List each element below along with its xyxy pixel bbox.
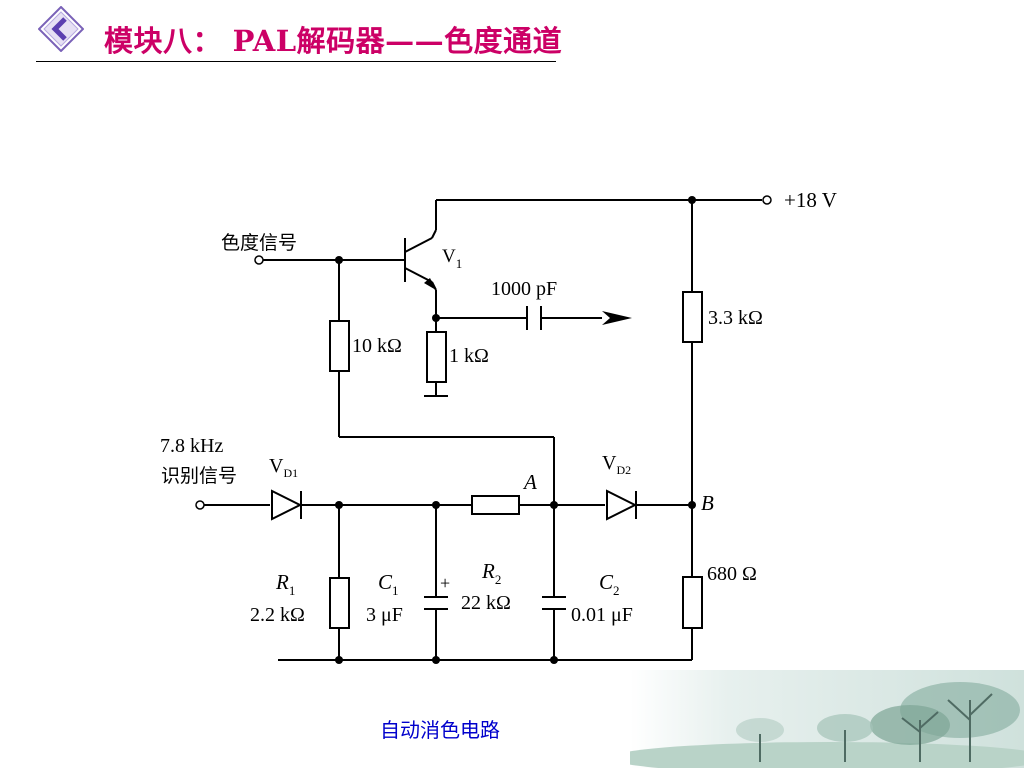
title-underline [36, 61, 556, 62]
resistor-r2 [471, 495, 520, 515]
svg-text:R2: R2 [481, 559, 501, 587]
output-arrow [602, 311, 632, 325]
svg-text:VD1: VD1 [269, 455, 298, 480]
chevron-left-icon[interactable] [38, 6, 84, 52]
circuit-wires [204, 199, 762, 661]
svg-text:V1: V1 [442, 246, 462, 271]
resistor-10k [329, 320, 350, 372]
id-freq-label: 7.8 kHz [160, 435, 223, 457]
c2-value: 0.01 μF [571, 604, 633, 626]
chroma-input-label: 色度信号 [221, 232, 297, 254]
junction-dots [335, 196, 696, 664]
supply-label: +18 V [784, 188, 837, 212]
diode-vd1 [271, 489, 303, 521]
transistor-label: V [442, 246, 456, 267]
r2-subscript: 2 [495, 572, 502, 587]
c2-name: C [599, 570, 614, 594]
id-signal-input-terminal [195, 500, 205, 510]
cap-1000pf-label: 1000 pF [491, 278, 557, 300]
diode2-subscript: D2 [616, 463, 631, 477]
r1-subscript: 1 [289, 583, 296, 598]
node-a-label: A [522, 470, 537, 494]
supply-terminal [762, 195, 772, 205]
r1-value: 2.2 kΩ [250, 604, 305, 626]
transistor-emitter-arrow [424, 278, 436, 290]
page-title: 模块八： PAL解码器——色度通道 [104, 24, 563, 58]
slide-header: 模块八： PAL解码器——色度通道 [0, 0, 1024, 70]
svg-text:C1: C1 [378, 570, 399, 598]
diagram-caption: 自动消色电路 [380, 718, 500, 742]
r1-name: R [275, 570, 289, 594]
r-1k-label: 1 kΩ [449, 345, 489, 367]
tree-landscape-image [630, 670, 1024, 768]
c1-value: 3 μF [366, 604, 403, 626]
r-680-label: 680 Ω [707, 563, 757, 585]
id-signal-label: 识别信号 [161, 465, 237, 487]
c1-subscript: 1 [392, 583, 399, 598]
c2-subscript: 2 [613, 583, 620, 598]
resistor-680 [682, 576, 703, 629]
diode1-subscript: D1 [283, 466, 298, 480]
diode2-label: V [602, 452, 617, 474]
r2-name: R [481, 559, 495, 583]
chroma-input-terminal [254, 255, 264, 265]
svg-text:C2: C2 [599, 570, 620, 598]
node-b-label: B [701, 491, 714, 515]
c1-polarity: + [440, 573, 450, 593]
capacitor-1000pf [526, 306, 542, 330]
resistor-r1 [329, 577, 350, 629]
r-3k3-label: 3.3 kΩ [708, 307, 763, 329]
diode1-label: V [269, 455, 284, 477]
r2-value: 22 kΩ [461, 592, 511, 614]
diode-vd2 [606, 489, 638, 521]
transistor-subscript: 1 [456, 256, 463, 271]
r-10k-label: 10 kΩ [352, 335, 402, 357]
resistor-1k [426, 331, 447, 383]
svg-text:VD2: VD2 [602, 452, 631, 477]
svg-text:R1: R1 [275, 570, 295, 598]
c1-name: C [378, 570, 393, 594]
resistor-3k3 [682, 291, 703, 343]
